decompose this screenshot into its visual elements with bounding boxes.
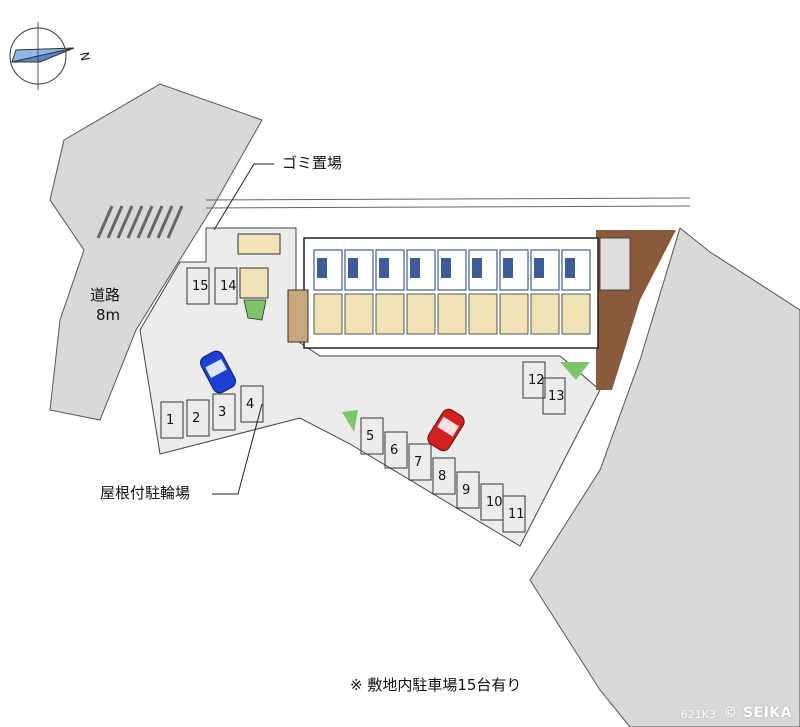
car-icon — [199, 350, 237, 394]
unit-kitchen — [472, 258, 482, 278]
parking-stall — [214, 267, 238, 305]
unit-room — [437, 293, 467, 335]
parking-number: 2 — [192, 411, 201, 426]
parking-stall — [160, 401, 184, 439]
unit-kitchen — [441, 258, 451, 278]
parking-stall — [186, 267, 210, 305]
unit-kitchen — [317, 258, 327, 278]
parking-stall — [502, 495, 526, 533]
green-patch-3 — [560, 362, 590, 380]
watermark-code: 621K3 — [680, 708, 716, 721]
parking-stall — [384, 431, 408, 469]
compass-icon — [9, 22, 75, 90]
parking-stall — [542, 377, 566, 415]
bike-parking-label: 屋根付駐輪場 — [100, 484, 191, 502]
parking-number: 12 — [528, 373, 545, 388]
parking-stall — [240, 385, 264, 423]
copyright-icon: © — [723, 705, 738, 721]
parking-stall — [212, 393, 236, 431]
parking-stalls — [160, 267, 566, 533]
unit-kitchen — [379, 258, 389, 278]
leader-garbage — [213, 163, 274, 231]
parking-number: 11 — [508, 507, 525, 522]
parking-number: 15 — [192, 279, 209, 294]
road-right — [529, 227, 800, 727]
watermark: © SEIKA — [723, 705, 792, 721]
boundary-line-inner — [205, 205, 691, 209]
garbage-area — [237, 233, 281, 255]
unit-kitchen — [565, 258, 575, 278]
parking-stall — [408, 443, 432, 481]
parking-number: 1 — [166, 413, 175, 428]
unit-kitchen — [348, 258, 358, 278]
unit-room — [468, 293, 498, 335]
parking-stall — [522, 361, 546, 399]
unit-kitchen — [503, 258, 513, 278]
stairs — [599, 237, 631, 291]
car-icon — [427, 408, 465, 452]
unit-room — [530, 293, 560, 335]
parking-number: 8 — [438, 469, 447, 484]
road-left — [49, 83, 263, 421]
parking-number: 5 — [366, 429, 375, 444]
utility-box — [239, 267, 269, 299]
parking-number: 13 — [548, 389, 565, 404]
unit-room — [313, 293, 343, 335]
watermark-text: SEIKA — [742, 705, 792, 721]
parking-number: 4 — [246, 397, 255, 412]
road-width-label: 8m — [96, 306, 121, 324]
parking-number: 6 — [390, 443, 399, 458]
green-patch — [243, 299, 267, 321]
road-label: 道路 — [90, 286, 121, 304]
bicycle-parking — [287, 289, 309, 343]
unit-kitchen — [410, 258, 420, 278]
parking-stall — [432, 457, 456, 495]
unit-kitchen — [534, 258, 544, 278]
building-units — [313, 249, 591, 335]
parking-stall — [456, 471, 480, 509]
boundary-line — [205, 197, 691, 201]
parking-number: 10 — [486, 495, 503, 510]
parking-number: 7 — [414, 455, 423, 470]
parking-number: 14 — [220, 279, 237, 294]
leader-bike — [212, 403, 263, 495]
unit-room — [344, 293, 374, 335]
unit-room — [375, 293, 405, 335]
green-patch-2 — [342, 410, 358, 432]
compass-letter: N — [77, 51, 92, 62]
unit-room — [561, 293, 591, 335]
parking-number: 3 — [218, 405, 227, 420]
crosswalk — [96, 205, 184, 239]
unit-room — [406, 293, 436, 335]
parking-number: 9 — [462, 483, 471, 498]
parking-stall — [186, 399, 210, 437]
garbage-label: ゴミ置場 — [282, 154, 343, 172]
parking-stall — [360, 417, 384, 455]
parking-note: ※ 敷地内駐車場15台有り — [350, 676, 522, 694]
unit-room — [499, 293, 529, 335]
